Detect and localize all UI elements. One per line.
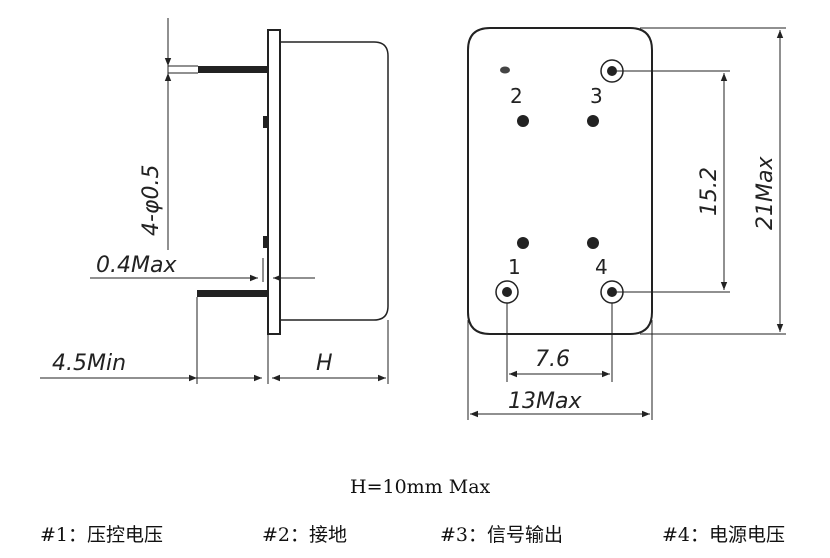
bottom-body-outline [467,27,653,335]
plate-thickness-label: 0.4Max [96,253,177,278]
width-max-label: 13Max [508,389,582,414]
lead-diameter-label: 4-φ0.5 [139,165,164,236]
pin2-note: #2：接地 [262,524,348,546]
pin4-note: #4：电源电压 [662,524,786,546]
side-base-plate [267,29,281,335]
pin-label-4: 4 [595,255,608,279]
pin-label-1: 1 [508,255,521,279]
side-lead-bottom [197,290,268,297]
pin3-note: #3：信号输出 [440,524,564,546]
height-max-label: 21Max [753,156,778,230]
pin-label-3: 3 [590,84,603,108]
side-lead-top [198,66,268,73]
orientation-mark [500,66,510,74]
height-note: H=10mm Max [350,476,491,498]
side-body-outline [280,41,389,321]
pin-label-2: 2 [510,84,523,108]
bottom-view: 2 3 1 4 15.2 21Max 7.6 13Max [467,27,786,420]
height-label: H [316,351,333,376]
side-view: 4-φ0.5 0.4Max 4.5Min H [40,18,389,384]
pitch-vertical-label: 15.2 [697,167,722,216]
pitch-horizontal-label: 7.6 [535,347,570,372]
pin1-note: #1：压控电压 [40,524,164,546]
lead-length-label: 4.5Min [52,351,126,376]
